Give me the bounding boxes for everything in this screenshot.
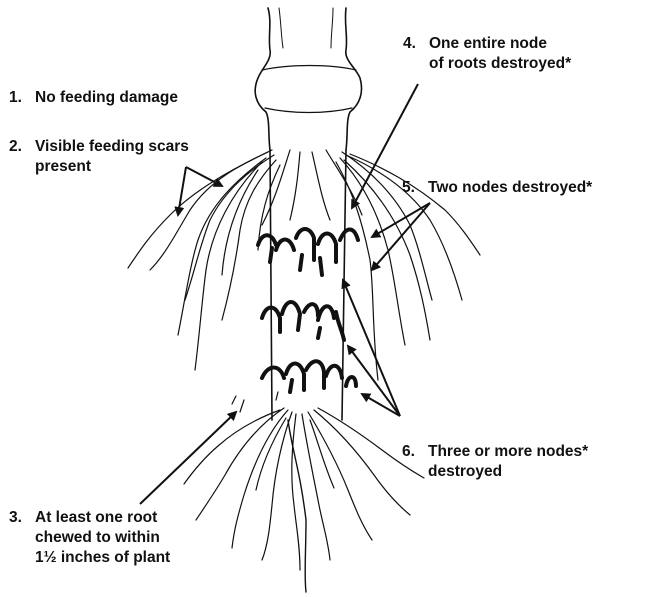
label-2-text-line2: present (9, 157, 189, 177)
label-2-text-line1: Visible feeding scars (35, 138, 189, 155)
label-2: 2.Visible feeding scars present (9, 137, 189, 177)
label-5-text: Two nodes destroyed* (428, 179, 592, 196)
label-4: 4.One entire node of roots destroyed* (403, 34, 571, 74)
arrow-2b (186, 167, 222, 186)
arrow-3 (140, 412, 236, 504)
label-3-text-line1: At least one root (35, 509, 157, 526)
label-3-text-line3: 1½ inches of plant (9, 548, 170, 568)
label-6-number: 6. (402, 442, 428, 462)
lower-root-mass (184, 408, 424, 570)
label-5-number: 5. (402, 178, 428, 198)
label-3: 3.At least one root chewed to within 1½ … (9, 508, 170, 568)
label-4-text-line2: of roots destroyed* (403, 54, 571, 74)
label-2-number: 2. (9, 137, 35, 157)
larvae-node-1 (258, 229, 358, 275)
arrow-6a (343, 280, 400, 416)
label-3-text-line2: chewed to within (9, 528, 170, 548)
label-1-text: No feeding damage (35, 89, 178, 106)
label-6: 6.Three or more nodes* destroyed (402, 442, 588, 482)
arrow-6c (362, 394, 400, 416)
larvae-node-2 (262, 302, 344, 340)
label-4-number: 4. (403, 34, 429, 54)
label-1-number: 1. (9, 88, 35, 108)
label-6-text-line1: Three or more nodes* (428, 443, 588, 460)
arrow-5a (372, 203, 430, 237)
corn-stalk (255, 8, 361, 592)
label-4-text-line1: One entire node (429, 35, 547, 52)
label-5: 5.Two nodes destroyed* (402, 178, 592, 198)
label-1: 1.No feeding damage (9, 88, 178, 108)
label-3-number: 3. (9, 508, 35, 528)
label-6-text-line2: destroyed (402, 462, 588, 482)
